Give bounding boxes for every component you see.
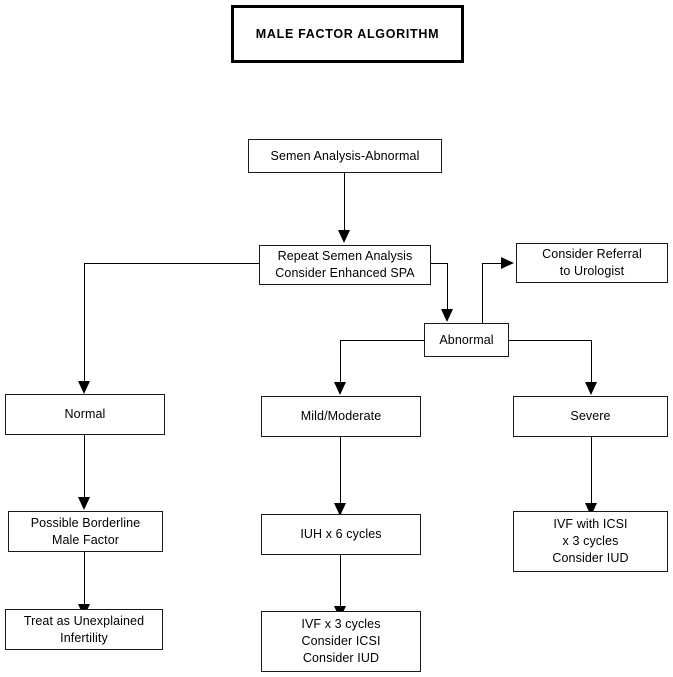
node-repeat-semen-analysis: Repeat Semen Analysis Consider Enhanced …	[259, 245, 431, 285]
node-treat-unexplained-line2: Infertility	[60, 630, 108, 645]
node-severe: Severe	[513, 396, 668, 437]
node-semen-analysis-line1: Semen Analysis-Abnormal	[270, 148, 420, 163]
connector-abnormal-to-mild-vertical	[340, 340, 341, 384]
connector-mild-to-iuh	[340, 437, 341, 507]
connector-repeat-to-abnormal-horizontal	[430, 263, 448, 264]
node-ivf-three-cycles: IVF x 3 cycles Consider ICSI Consider IU…	[261, 611, 421, 672]
node-ivf-three-cycles-line2: Consider ICSI	[301, 634, 381, 648]
node-ivf-with-icsi-line2: x 3 cycles	[562, 534, 619, 548]
node-consider-referral-line2: to Urologist	[559, 264, 625, 278]
arrowhead-semen-to-repeat	[338, 230, 350, 243]
connector-abnormal-to-mild-horizontal	[340, 340, 425, 341]
node-normal: Normal	[5, 394, 165, 435]
node-consider-referral-line1: Consider Referral	[542, 247, 642, 261]
connector-semen-to-repeat	[344, 173, 345, 235]
arrowhead-normal-to-borderline	[78, 497, 90, 510]
connector-repeat-to-normal-vertical	[84, 263, 85, 383]
node-ivf-three-cycles-line3: Consider IUD	[302, 651, 380, 665]
node-abnormal-line1: Abnormal	[439, 332, 494, 347]
node-possible-borderline: Possible Borderline Male Factor	[8, 511, 163, 552]
node-normal-line1: Normal	[64, 407, 106, 421]
node-consider-referral: Consider Referral to Urologist	[516, 243, 668, 283]
connector-repeat-to-normal-horizontal	[84, 263, 260, 264]
node-ivf-three-cycles-line1: IVF x 3 cycles	[301, 617, 381, 631]
connector-normal-to-borderline	[84, 435, 85, 501]
connector-abnormal-to-referral-vertical	[482, 263, 483, 323]
connector-abnormal-to-severe-vertical	[591, 340, 592, 384]
node-mild-moderate-line1: Mild/Moderate	[300, 409, 382, 423]
arrowhead-repeat-to-abnormal	[441, 309, 453, 322]
node-ivf-with-icsi-line3: Consider IUD	[552, 551, 629, 565]
connector-borderline-to-unexplained	[84, 552, 85, 608]
connector-iuh-to-ivf	[340, 555, 341, 610]
node-treat-unexplained-line1: Treat as Unexplained	[23, 613, 145, 628]
node-treat-unexplained: Treat as Unexplained Infertility	[5, 609, 163, 650]
arrowhead-abnormal-to-mild	[334, 382, 346, 395]
arrowhead-repeat-to-normal	[78, 381, 90, 394]
node-ivf-with-icsi: IVF with ICSI x 3 cycles Consider IUD	[513, 511, 668, 572]
node-abnormal: Abnormal	[424, 323, 509, 357]
arrowhead-mild-to-iuh	[334, 503, 346, 516]
connector-abnormal-to-severe-horizontal	[508, 340, 592, 341]
node-severe-line1: Severe	[570, 409, 611, 423]
node-semen-analysis: Semen Analysis-Abnormal	[248, 139, 442, 173]
arrowhead-abnormal-to-referral	[501, 257, 514, 269]
connector-repeat-to-abnormal-vertical	[447, 263, 448, 311]
node-iuh-cycles-line1: IUH x 6 cycles	[300, 527, 382, 541]
diagram-title-box: MALE FACTOR ALGORITHM	[231, 5, 464, 63]
node-iuh-cycles: IUH x 6 cycles	[261, 514, 421, 555]
node-repeat-semen-analysis-line2: Consider Enhanced SPA	[275, 266, 415, 280]
node-possible-borderline-line2: Male Factor	[51, 532, 120, 547]
connector-severe-to-ivf-icsi	[591, 437, 592, 507]
arrowhead-abnormal-to-severe	[585, 382, 597, 395]
node-mild-moderate: Mild/Moderate	[261, 396, 421, 437]
node-ivf-with-icsi-line1: IVF with ICSI	[553, 517, 628, 531]
diagram-title-text: MALE FACTOR ALGORITHM	[255, 26, 440, 41]
connector-abnormal-to-referral-horizontal	[482, 263, 502, 264]
node-repeat-semen-analysis-line1: Repeat Semen Analysis	[277, 249, 413, 263]
node-possible-borderline-line1: Possible Borderline	[30, 515, 141, 530]
